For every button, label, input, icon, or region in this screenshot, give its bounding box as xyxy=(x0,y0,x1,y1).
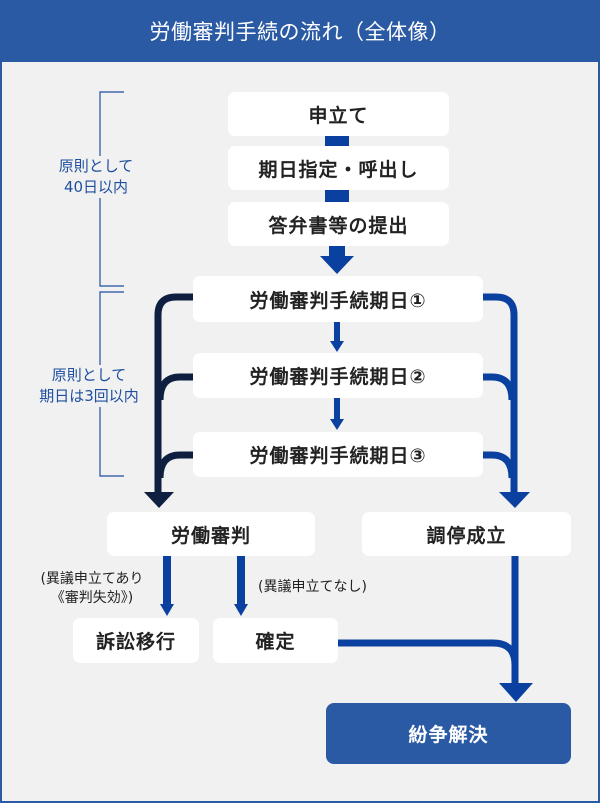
side-label-40-days: 原則として 40日以内 xyxy=(38,156,154,198)
diagram-title: 労働審判手続の流れ（全体像） xyxy=(0,0,600,62)
step-hearing-2: 労働審判手続期日② xyxy=(193,353,483,398)
step-decision: 労働審判 xyxy=(107,512,315,556)
step-scheduling: 期日指定・呼出し xyxy=(228,146,449,190)
step-mediation: 調停成立 xyxy=(362,512,571,556)
side-label-line: 期日は3回以内 xyxy=(39,387,139,405)
step-filing: 申立て xyxy=(228,92,449,136)
step-resolution: 紛争解決 xyxy=(326,703,571,764)
step-lawsuit: 訴訟移行 xyxy=(73,618,199,663)
note-objection: (異議申立てあり 《審判失効》) xyxy=(24,570,160,608)
side-label-line: 40日以内 xyxy=(63,178,129,196)
side-label-3-hearings: 原則として 期日は3回以内 xyxy=(24,365,154,407)
side-label-line: 原則として xyxy=(51,366,127,384)
step-answer: 答弁書等の提出 xyxy=(228,202,449,246)
note-no-objection: (異議申立てなし) xyxy=(258,579,367,595)
step-hearing-3: 労働審判手続期日③ xyxy=(193,432,483,477)
step-finalized: 確定 xyxy=(213,618,338,663)
note-objection-line1: (異議申立てあり xyxy=(40,571,144,587)
note-objection-line2: 《審判失効》) xyxy=(50,590,134,606)
step-hearing-1: 労働審判手続期日① xyxy=(193,276,483,322)
side-label-line: 原則として xyxy=(58,157,134,175)
